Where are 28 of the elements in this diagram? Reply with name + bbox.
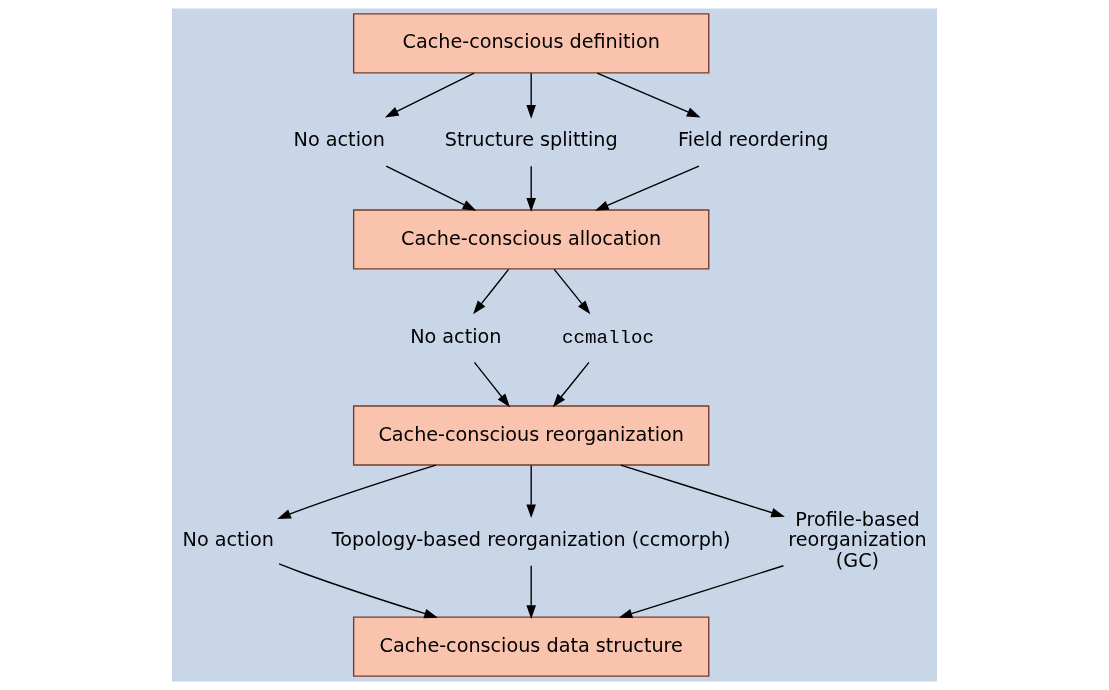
node-text: Field reordering: [678, 128, 829, 152]
arrow: [473, 361, 511, 408]
node-box: Cache-conscious definition: [352, 13, 710, 74]
node-box: Cache-conscious data structure: [352, 616, 710, 677]
arrow: [596, 72, 701, 118]
arrow: [473, 268, 510, 315]
arrow: [594, 165, 700, 211]
arrow: [278, 563, 438, 619]
node-box: Cache-conscious allocation: [352, 209, 710, 270]
node-text: Topology-based reorganization (ccmorph): [331, 528, 731, 552]
node-text: No action: [410, 324, 502, 348]
arrow: [552, 361, 590, 408]
arrow: [618, 565, 785, 619]
arrow: [620, 464, 785, 518]
arrow: [384, 72, 475, 118]
node-text: Profile-based reorganization (GC): [788, 507, 927, 572]
node-text: ccmalloc: [561, 326, 655, 349]
arrow: [277, 464, 437, 519]
arrow: [526, 565, 536, 619]
node-text: No action: [182, 528, 274, 552]
arrow: [526, 464, 536, 519]
node-box: Cache-conscious reorganization: [352, 405, 710, 466]
arrow: [385, 165, 477, 211]
arrow: [526, 72, 536, 119]
arrow: [553, 268, 591, 315]
node-text: Structure splitting: [444, 128, 618, 152]
node-text: No action: [293, 128, 385, 152]
arrow: [526, 165, 536, 212]
